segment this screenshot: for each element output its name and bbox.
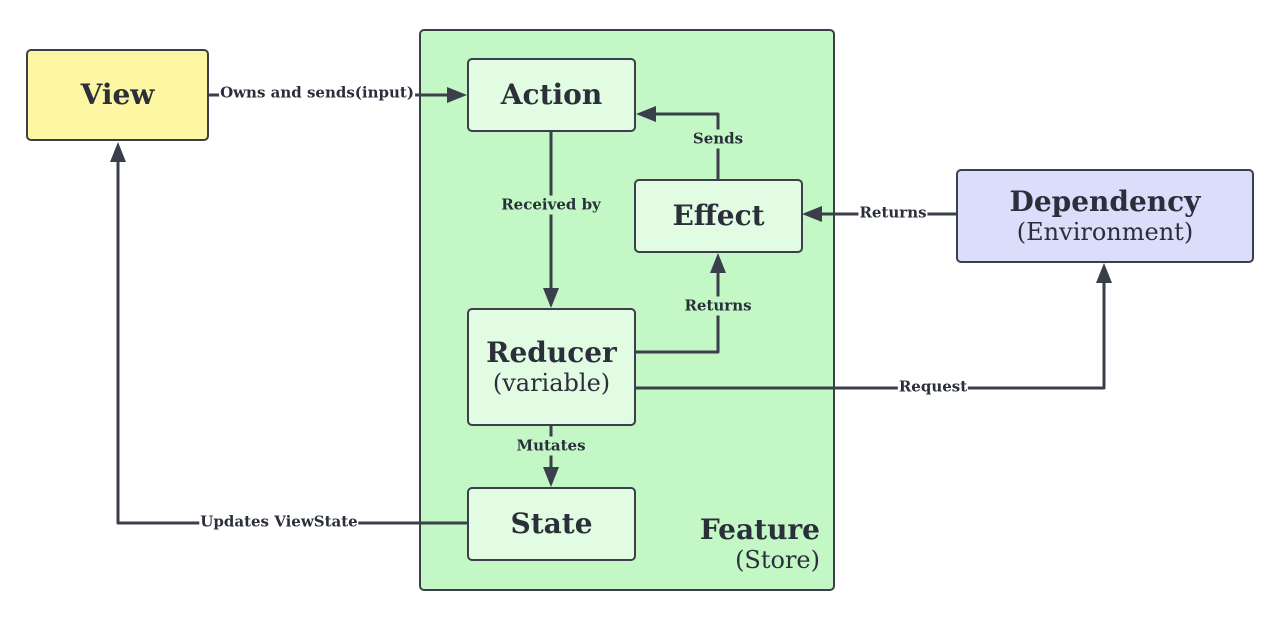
arrowhead-view-bottom <box>110 142 126 162</box>
arrowhead-action-left <box>447 87 467 103</box>
edge-reducer-to-dependency <box>635 280 1106 390</box>
edge-effect-to-action <box>652 112 720 179</box>
node-view-title: View <box>80 78 155 112</box>
node-state-title: State <box>510 507 593 541</box>
node-dependency-subtitle: (Environment) <box>1016 218 1194 247</box>
arrowhead-state-top <box>543 467 559 487</box>
feature-subtitle: (Store) <box>735 546 820 575</box>
arrowhead-action-right <box>636 106 656 122</box>
edge-label-reducer-to-dependency: Request <box>897 377 969 397</box>
node-reducer: Reducer (variable) <box>467 308 636 426</box>
arrowhead-reducer-top <box>543 288 559 308</box>
node-effect-title: Effect <box>672 199 765 233</box>
edge-label-state-to-view: Updates ViewState <box>199 512 359 532</box>
arrowhead-effect-right <box>802 206 822 222</box>
node-dependency-title: Dependency <box>1009 184 1201 218</box>
feature-title: Feature <box>699 512 820 546</box>
node-dependency: Dependency (Environment) <box>956 169 1254 263</box>
node-state: State <box>467 487 636 561</box>
edge-label-dependency-to-effect: Returns <box>858 203 928 223</box>
arrowhead-dependency-bottom <box>1096 263 1112 283</box>
edge-label-action-to-reducer: Received by <box>499 195 603 215</box>
edge-label-view-to-action: Owns and sends(input) <box>219 83 415 103</box>
node-reducer-subtitle: (variable) <box>492 369 611 398</box>
edge-state-to-view <box>116 160 467 525</box>
node-action: Action <box>467 58 636 132</box>
arrowhead-effect-bottom <box>710 253 726 273</box>
edge-label-effect-to-action: Sends <box>690 129 746 149</box>
edge-label-reducer-to-state: Mutates <box>514 436 588 456</box>
edge-label-reducer-to-effect: Returns <box>682 296 754 316</box>
node-reducer-title: Reducer <box>486 335 617 369</box>
node-view: View <box>26 49 209 141</box>
node-action-title: Action <box>500 78 603 112</box>
node-effect: Effect <box>634 179 803 253</box>
feature-store-label: Feature (Store) <box>700 513 820 575</box>
